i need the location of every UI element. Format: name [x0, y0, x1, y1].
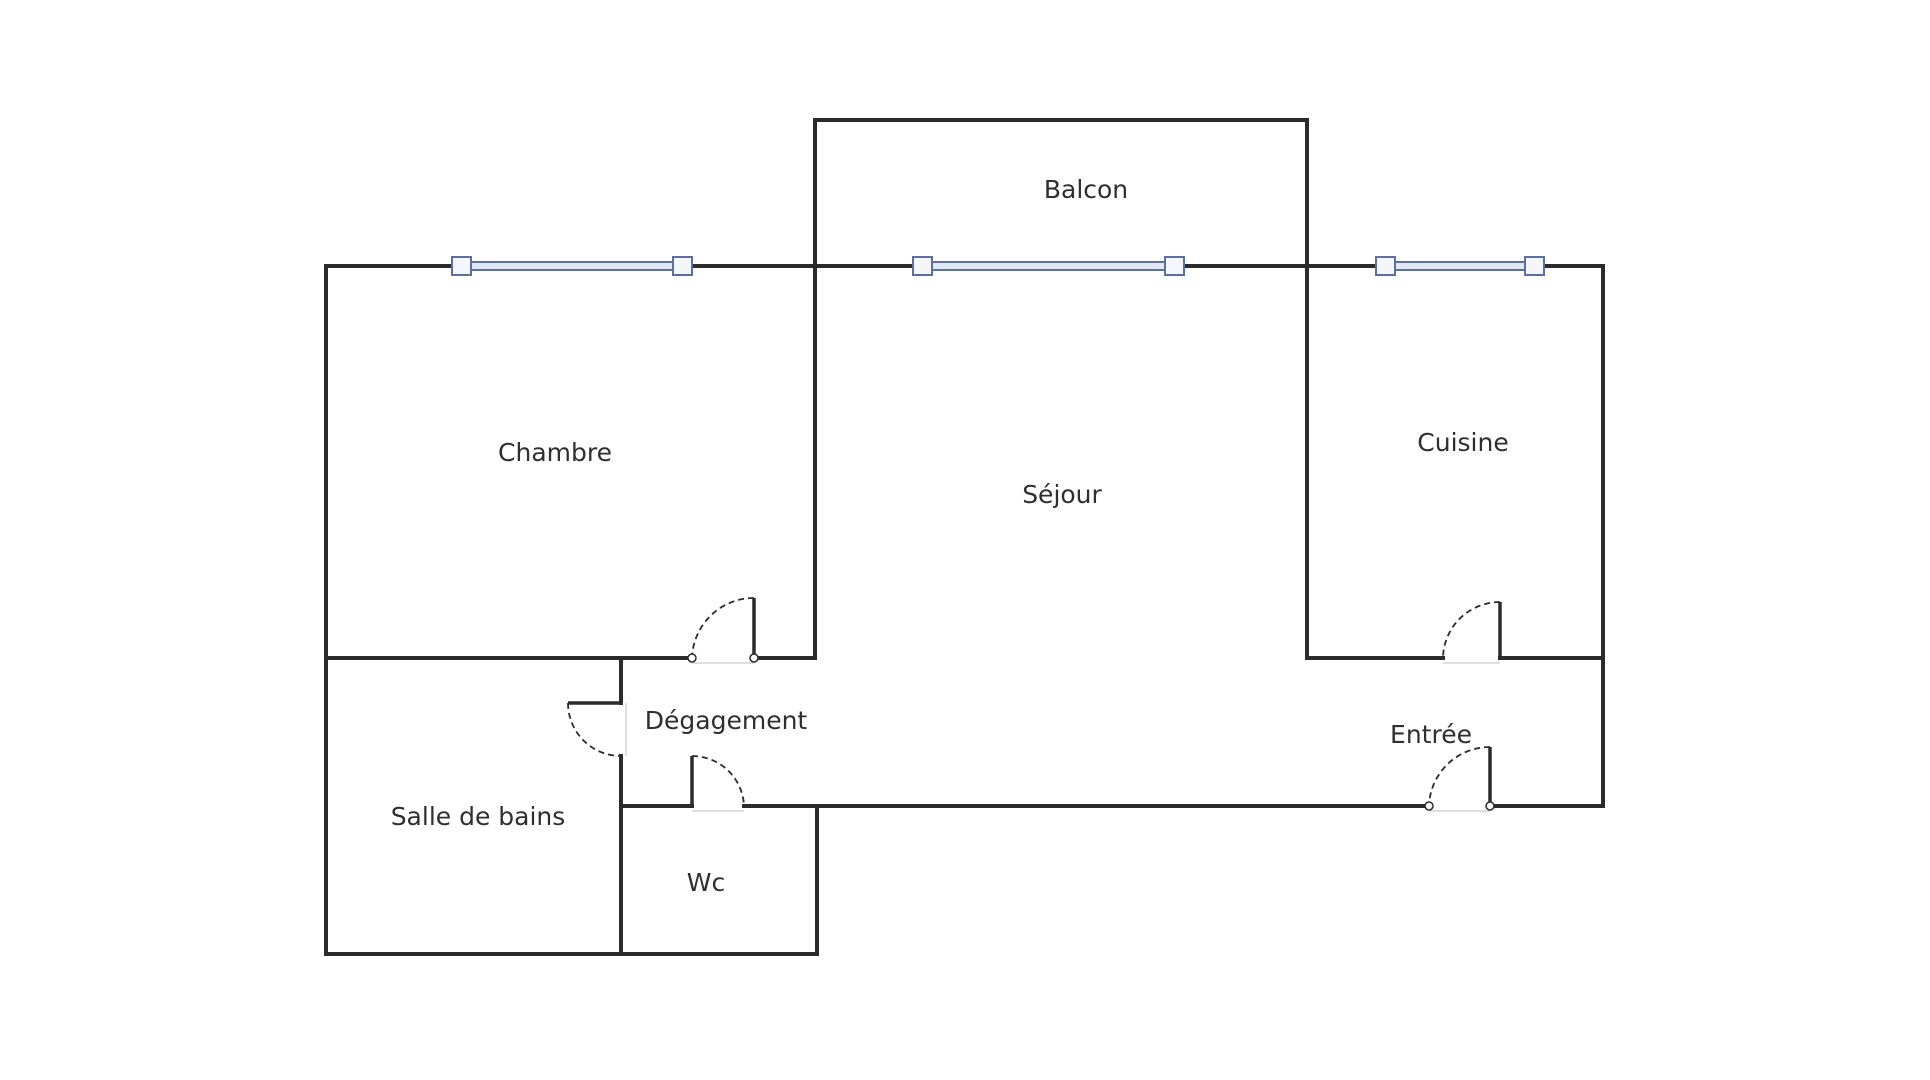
window-sejour	[912, 256, 1185, 276]
door-cuisine	[1442, 601, 1502, 664]
door-wc	[690, 755, 745, 812]
room-label-entree: Entrée	[1390, 720, 1472, 749]
room-label-degagement: Dégagement	[645, 706, 808, 735]
room-label-cuisine: Cuisine	[1417, 428, 1508, 457]
door-entree	[1424, 746, 1495, 812]
room-label-balcon: Balcon	[1044, 175, 1128, 204]
wall-balcon	[813, 118, 1309, 268]
window-cuisine	[1375, 256, 1545, 276]
door-chambre	[687, 597, 759, 664]
room-label-sejour: Séjour	[1022, 480, 1102, 509]
room-label-salle-de-bains: Salle de bains	[391, 802, 566, 831]
window-chambre	[451, 256, 693, 276]
room-label-wc: Wc	[687, 868, 725, 897]
door-salle-de-bains	[567, 701, 627, 757]
room-label-chambre: Chambre	[498, 438, 612, 467]
